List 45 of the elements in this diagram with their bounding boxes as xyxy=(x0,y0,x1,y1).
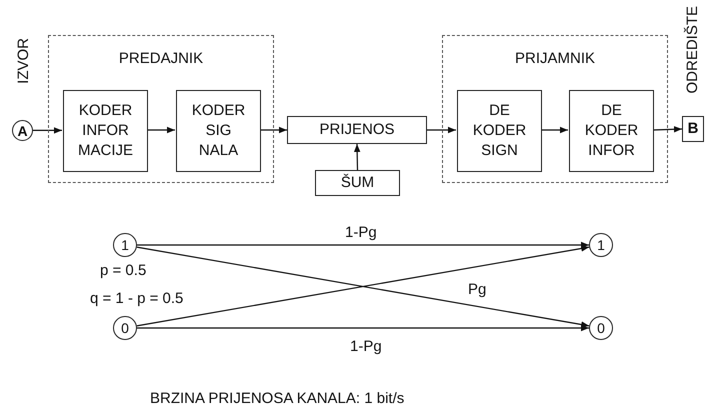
process-box xyxy=(176,90,261,172)
vertical-caption: IZVOR xyxy=(15,38,33,84)
process-box xyxy=(457,90,542,172)
arrow xyxy=(137,324,589,332)
group-title: PRIJAMNIK xyxy=(514,50,595,67)
terminal-circle xyxy=(113,316,137,340)
edge-label: 1-Pg xyxy=(350,338,382,356)
arrow xyxy=(427,126,456,134)
vertical-caption: ODREDIŠTE xyxy=(684,6,702,94)
arrow xyxy=(147,126,175,134)
process-box xyxy=(682,116,704,142)
process-box xyxy=(63,90,148,172)
node-label: 0 xyxy=(121,319,129,338)
terminal-circle xyxy=(589,233,613,257)
edge-label: Pg xyxy=(468,281,486,299)
node-label: ŠUM xyxy=(340,173,374,193)
node-label: KODER INFOR MACIJE xyxy=(78,101,133,161)
terminal-circle xyxy=(12,120,33,141)
terminal-circle xyxy=(113,233,137,257)
node-label: 0 xyxy=(597,319,605,338)
arrow xyxy=(652,126,682,132)
node-label: DE KODER INFOR xyxy=(584,101,638,161)
dashed-group-frame xyxy=(442,35,668,183)
process-box xyxy=(315,170,400,196)
node-label: PRIJENOS xyxy=(319,120,394,140)
node-label: DE KODER SIGN xyxy=(472,101,526,161)
edge-label: 1-Pg xyxy=(345,224,377,242)
channel-rate-note: BRZINA PRIJENOSA KANALA: 1 bit/s xyxy=(150,390,404,408)
arrow xyxy=(541,126,568,134)
probability-note: q = 1 - p = 0.5 xyxy=(90,290,184,308)
node-label: 1 xyxy=(597,236,605,255)
arrow xyxy=(260,126,287,134)
node-label: KODER SIG NALA xyxy=(192,101,246,161)
arrow xyxy=(33,127,62,134)
terminal-circle xyxy=(589,316,613,340)
process-box xyxy=(287,116,427,144)
group-title: PREDAJNIK xyxy=(118,50,204,67)
node-label: B xyxy=(688,119,698,139)
arrow xyxy=(354,144,360,170)
process-box xyxy=(569,90,654,172)
node-label: 1 xyxy=(121,236,129,255)
probability-note: p = 0.5 xyxy=(100,262,146,280)
dashed-group-frame xyxy=(48,35,274,183)
arrow xyxy=(137,242,589,248)
node-label: A xyxy=(17,122,28,140)
